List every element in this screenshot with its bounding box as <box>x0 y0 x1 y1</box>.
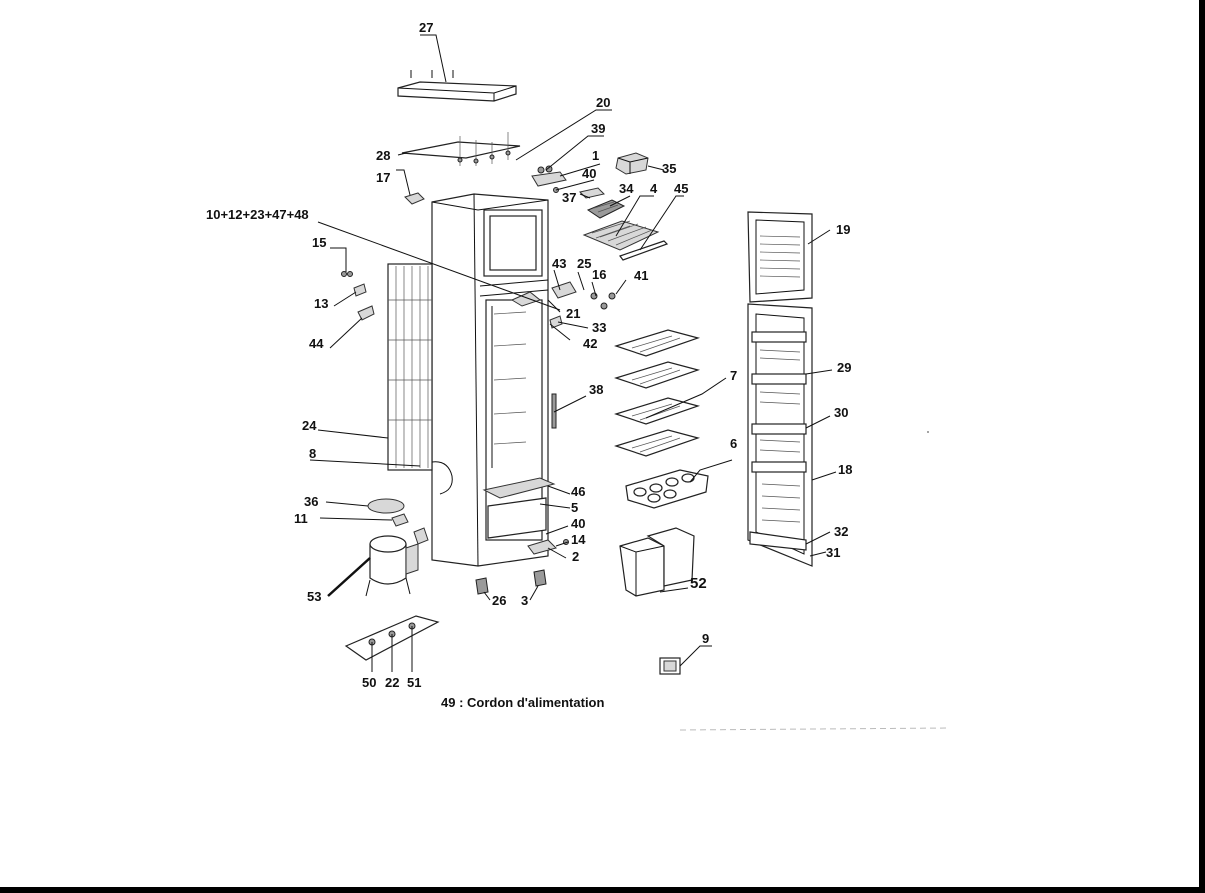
frame-border-right <box>1199 0 1205 893</box>
label-3: 3 <box>521 593 528 608</box>
label-27: 27 <box>419 20 433 35</box>
label-11: 11 <box>294 511 308 526</box>
part-crisper-drawers <box>619 527 695 597</box>
part-middle-hardware <box>549 281 616 429</box>
label-4: 4 <box>650 181 658 196</box>
part-rail <box>619 240 669 261</box>
label-50: 50 <box>362 675 376 690</box>
label-19: 19 <box>836 222 850 237</box>
label-26: 26 <box>492 593 506 608</box>
part-egg-tray <box>625 469 709 509</box>
label-10-12-23-47-48: 10+12+23+47+48 <box>206 207 309 222</box>
label-2: 2 <box>572 549 579 564</box>
part-relay-box <box>659 657 681 675</box>
label-33: 33 <box>592 320 606 335</box>
label-15: 15 <box>312 235 326 250</box>
part-top-cover <box>397 70 517 102</box>
part-grille <box>582 220 660 251</box>
label-31: 31 <box>826 545 840 560</box>
label-41: 41 <box>634 268 648 283</box>
part-cabinet <box>431 193 556 567</box>
label-24: 24 <box>302 418 317 433</box>
label-45: 45 <box>674 181 688 196</box>
part-compressor <box>365 527 429 597</box>
label-36: 36 <box>304 494 318 509</box>
label-53: 53 <box>307 589 321 604</box>
label-18: 18 <box>838 462 852 477</box>
label-21: 21 <box>566 306 580 321</box>
label-42: 42 <box>583 336 597 351</box>
part-base-plate <box>344 615 440 672</box>
part-fridge-door <box>747 303 813 567</box>
label-40-bottom: 40 <box>571 516 585 531</box>
part-small-top-hardware <box>404 165 605 205</box>
part-freezer-door <box>747 211 813 303</box>
part-condenser <box>387 263 453 495</box>
part-light-housing <box>586 199 626 219</box>
scan-artifact-lines <box>679 431 951 731</box>
label-43: 43 <box>552 256 566 271</box>
label-44: 44 <box>309 336 324 351</box>
label-17: 17 <box>376 170 390 185</box>
label-46: 46 <box>571 484 585 499</box>
label-22: 22 <box>385 675 399 690</box>
label-29: 29 <box>837 360 851 375</box>
label-39: 39 <box>591 121 605 136</box>
label-5: 5 <box>571 500 578 515</box>
label-13: 13 <box>314 296 328 311</box>
label-6: 6 <box>730 436 737 451</box>
label-35: 35 <box>662 161 676 176</box>
label-28: 28 <box>376 148 390 163</box>
part-glass-shelves <box>614 329 701 457</box>
label-37: 37 <box>562 190 576 205</box>
label-32: 32 <box>834 524 848 539</box>
part-drip-tray <box>367 498 409 527</box>
label-8: 8 <box>309 446 316 461</box>
part-top-bracket <box>401 132 521 166</box>
frame-border-bottom <box>0 887 1205 893</box>
part-number-labels: 27 20 39 28 1 35 17 40 37 34 4 45 10+12+… <box>206 20 852 710</box>
label-1: 1 <box>592 148 599 163</box>
label-16: 16 <box>592 267 606 282</box>
part-bottom-hinge <box>527 539 569 555</box>
part-thermostat <box>615 152 649 175</box>
label-52: 52 <box>690 575 707 592</box>
part-feet <box>475 569 547 595</box>
label-30: 30 <box>834 405 848 420</box>
leader-lines <box>309 34 837 667</box>
label-25: 25 <box>577 256 591 271</box>
part-side-hardware <box>341 271 375 321</box>
label-34: 34 <box>619 181 634 196</box>
label-7: 7 <box>730 368 737 383</box>
label-14: 14 <box>571 532 586 547</box>
caption-power-cord: 49 : Cordon d'alimentation <box>441 695 604 710</box>
label-9: 9 <box>702 631 709 646</box>
label-20: 20 <box>596 95 610 110</box>
label-38: 38 <box>589 382 603 397</box>
label-51: 51 <box>407 675 421 690</box>
label-40-top: 40 <box>582 166 596 181</box>
